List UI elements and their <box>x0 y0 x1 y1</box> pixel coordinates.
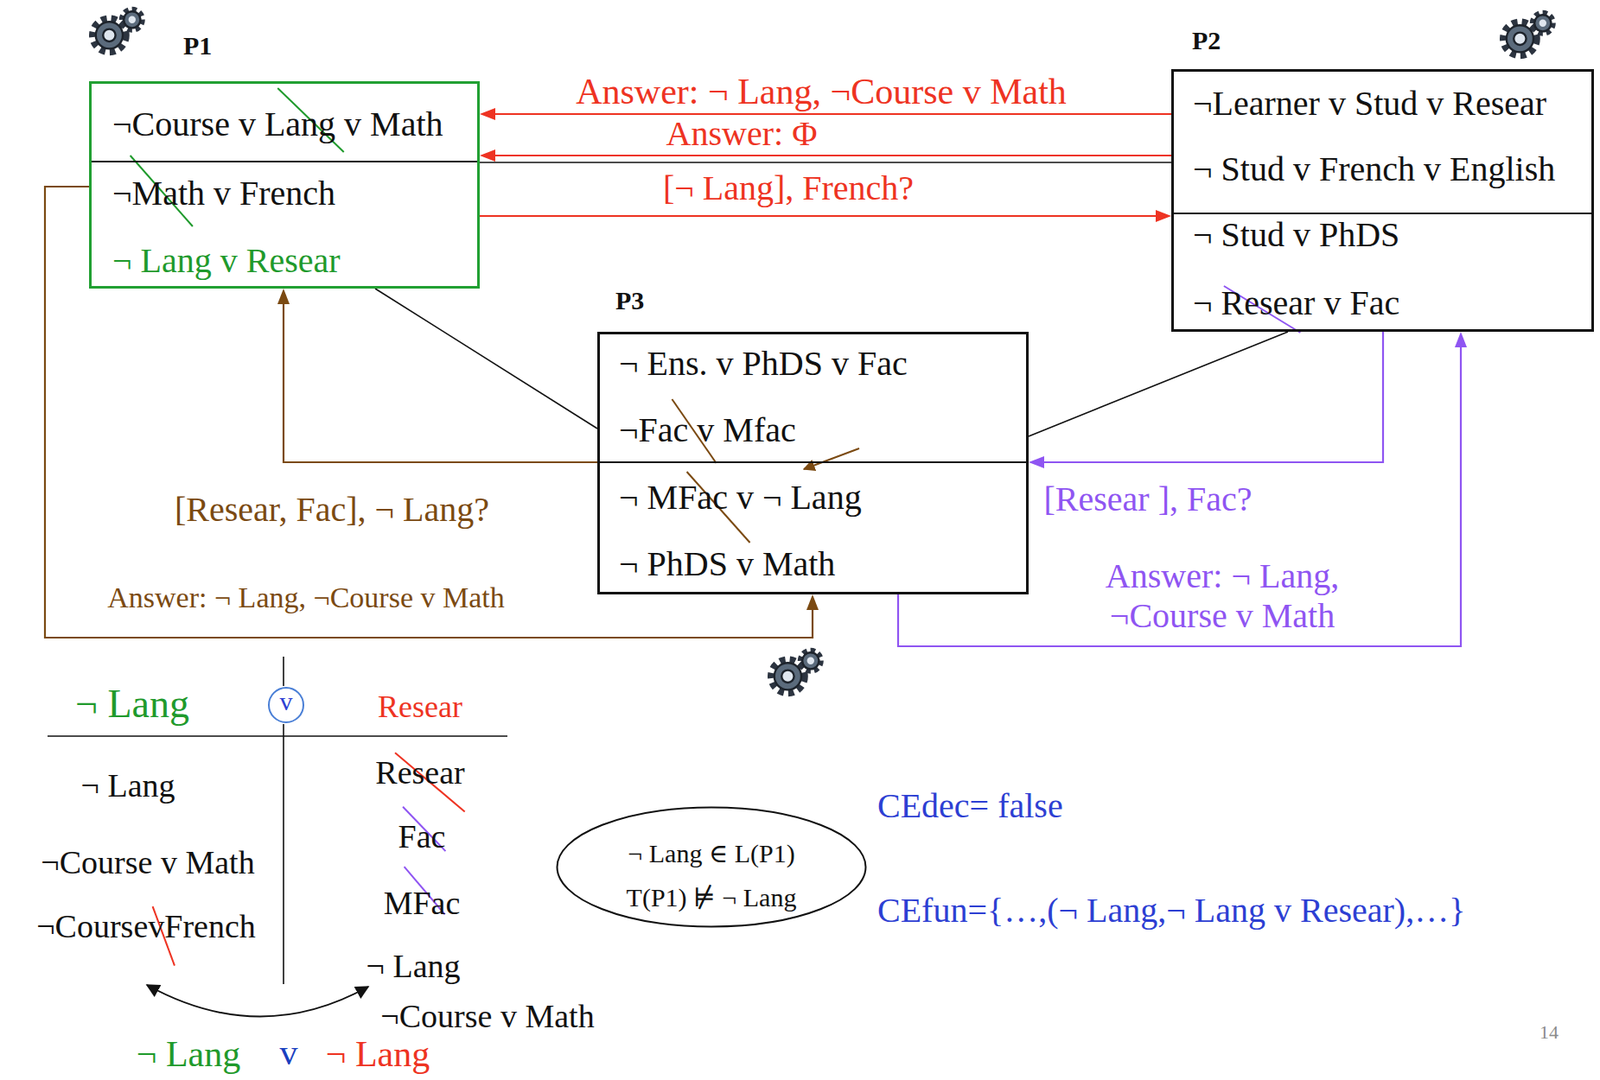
peer-name: P3 <box>615 287 644 314</box>
message-label: Answer: ¬ Lang, ¬Course v Math <box>573 73 1070 110</box>
or-circle <box>268 688 304 723</box>
arrowhead <box>1028 456 1045 469</box>
clause-text: ¬ Stud v PhDS <box>1192 217 1400 253</box>
ellipse-text: ¬ Lang ∈ L(P1) <box>627 841 795 867</box>
clause-text: ¬Fac v Mfac <box>618 413 797 448</box>
gear-icon <box>1504 13 1552 55</box>
connector-line <box>1044 331 1384 463</box>
arrowhead <box>277 288 290 305</box>
gear-icon <box>93 10 141 51</box>
connector-line <box>479 161 1172 164</box>
or-symbol: v <box>280 688 294 715</box>
table-entry: ¬ Lang <box>80 769 175 803</box>
peer-box: P2¬Learner v Stud v Resear¬ Stud v Frenc… <box>1171 69 1594 332</box>
clause-text: ¬Course v Lang v Math <box>112 107 444 142</box>
table-rule <box>47 735 508 738</box>
table-entry: ¬CoursevFrench <box>36 910 256 944</box>
connector-line <box>495 113 1172 115</box>
result-or: v <box>280 1034 299 1071</box>
clause-divider <box>1173 212 1592 215</box>
acquaintance-link <box>479 162 1172 164</box>
message-arrow <box>479 210 1172 223</box>
table-entry: MFac <box>383 886 461 920</box>
arrowhead <box>479 149 496 162</box>
result-literal: ¬ Lang <box>136 1036 241 1073</box>
arrowhead <box>1454 331 1467 348</box>
peer-box: P3¬ Ens. v PhDS v Fac¬Fac v Mfac¬ MFac v… <box>597 331 1029 595</box>
connector-line <box>283 304 598 463</box>
connector-line <box>495 154 1172 157</box>
arrowhead <box>479 108 496 121</box>
clause-text: ¬ Stud v French v English <box>1192 152 1556 187</box>
peer-box: P1¬Course v Lang v Math¬Math v French¬ L… <box>89 81 480 289</box>
table-header: ¬ Lang <box>75 684 190 725</box>
peer-name: P1 <box>183 32 212 59</box>
message-label: [Resear ], Fac? <box>1041 482 1256 517</box>
message-arrow <box>277 288 598 463</box>
ce-result: CEfun={…,(¬ Lang,¬ Lang v Resear),…} <box>877 893 1466 929</box>
result-literal: ¬ Lang <box>325 1036 430 1073</box>
clause-text: ¬ Lang v Resear <box>112 243 341 279</box>
ellipse-node: ¬ Lang ∈ L(P1) T(P1) ⊭ ¬ Lang <box>555 806 867 929</box>
clause-text: ¬Learner v Stud v Resear <box>1192 86 1547 122</box>
peer-name: P2 <box>1192 27 1221 54</box>
gear-icon <box>771 651 820 693</box>
message-arrow <box>898 331 1467 647</box>
connector-line <box>1028 331 1288 437</box>
ce-result: CEdec= false <box>877 789 1064 824</box>
message-label: Answer: ¬ Lang, ¬Course v Math <box>1090 556 1355 637</box>
clause-text: ¬ MFac v ¬ Lang <box>618 480 862 516</box>
message-arrow <box>479 149 1172 162</box>
ellipse-shape <box>557 808 867 928</box>
clause-text: ¬ PhDS v Math <box>618 547 836 582</box>
clause-text: ¬Math v French <box>112 176 336 211</box>
message-label: Answer: ¬ Lang, ¬Course v Math <box>104 583 508 613</box>
message-label: [¬ Lang], French? <box>660 171 917 206</box>
table-rule <box>282 724 285 985</box>
connector-line <box>479 215 1156 217</box>
connector-line <box>898 347 1461 647</box>
connector-line <box>375 288 598 429</box>
acquaintance-link <box>375 288 598 429</box>
clause-text: ¬ Resear v Fac <box>1192 286 1400 321</box>
clause-divider <box>599 461 1027 464</box>
message-arrow <box>1028 331 1384 469</box>
arrowhead <box>806 594 819 611</box>
message-arrow <box>479 108 1172 121</box>
clause-text: ¬ Ens. v PhDS v Fac <box>618 346 908 382</box>
message-label: [Resear, Fac], ¬ Lang? <box>172 492 492 528</box>
ellipse-text: T(P1) ⊭ ¬ Lang <box>626 885 797 912</box>
table-entry: ¬Course v Math <box>380 1000 594 1033</box>
pointer-arrow <box>803 448 860 470</box>
page-number: 14 <box>1539 1023 1559 1043</box>
table-entry: Fac <box>398 820 447 854</box>
arrowhead <box>1155 210 1172 223</box>
acquaintance-link <box>1028 331 1288 437</box>
message-label: Answer: Φ <box>663 116 821 152</box>
table-entry: Resear <box>375 756 465 790</box>
clause-divider <box>91 160 478 163</box>
table-entry: ¬Course v Math <box>40 846 255 880</box>
table-header: Resear <box>377 691 463 723</box>
merge-arrow <box>146 985 369 1018</box>
table-entry: ¬ Lang <box>365 949 460 983</box>
table-rule <box>282 656 285 687</box>
